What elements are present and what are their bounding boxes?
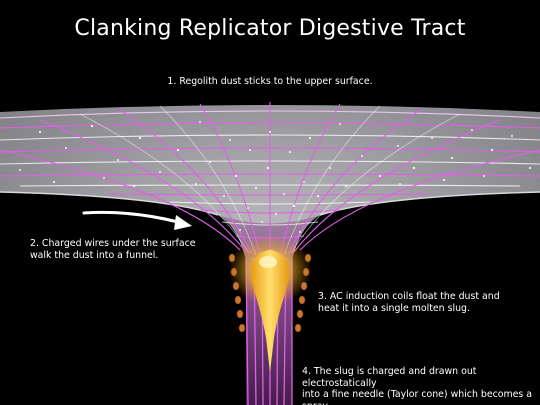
caption-step-3-line-1: 3. AC induction coils float the dust and — [318, 291, 500, 302]
caption-step-1: 1. Regolith dust sticks to the upper sur… — [0, 76, 540, 88]
page-title: Clanking Replicator Digestive Tract — [74, 16, 466, 41]
molten-slug — [250, 250, 290, 372]
induction-coils — [228, 253, 312, 333]
caption-step-4-line-2: into a fine needle (Taylor cone) which b… — [302, 389, 532, 405]
caption-step-1-text: 1. Regolith dust sticks to the upper sur… — [167, 76, 373, 87]
caption-step-4-line-1: 4. The slug is charged and drawn out ele… — [302, 366, 477, 389]
caption-step-4: 4. The slug is charged and drawn out ele… — [302, 366, 538, 405]
flow-arrow — [82, 210, 192, 230]
caption-step-2-line-1: 2. Charged wires under the surface — [30, 238, 196, 249]
regolith-dust — [19, 121, 532, 233]
caption-step-3-line-2: heat it into a single molten slug. — [318, 302, 470, 314]
caption-step-3: 3. AC induction coils float the dust and… — [318, 291, 528, 314]
caption-step-2-line-2: walk the dust into a funnel. — [30, 249, 159, 261]
caption-step-2: 2. Charged wires under the surface walk … — [30, 238, 200, 261]
